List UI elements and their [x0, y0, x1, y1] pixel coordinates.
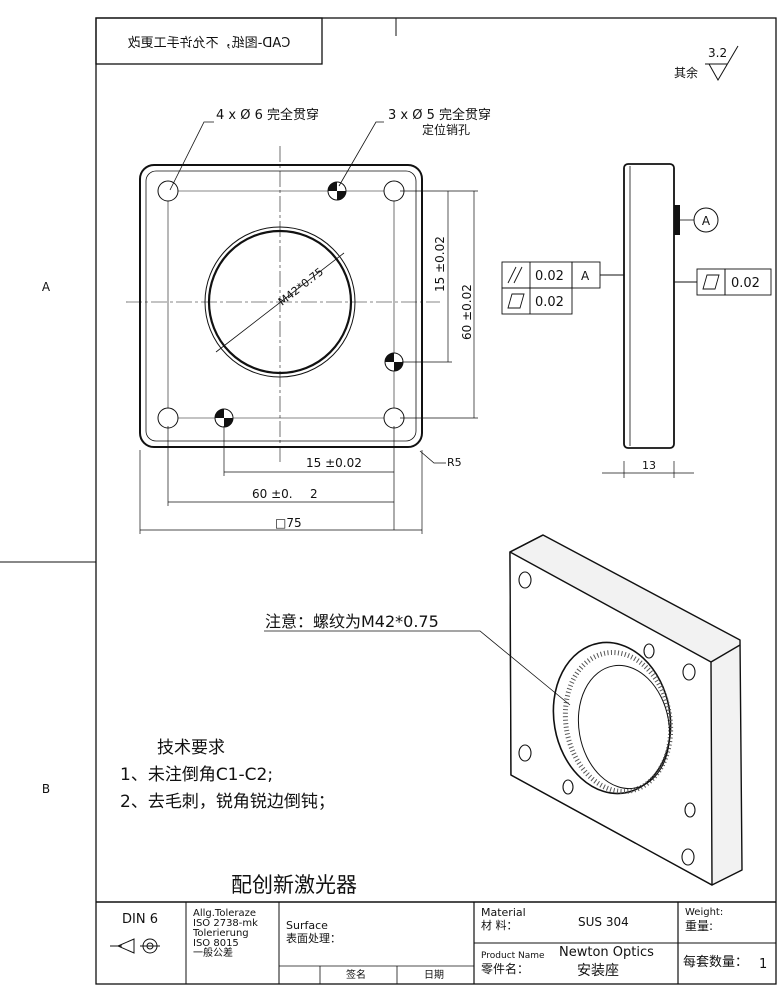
surface-label-cn: 表面处理： [286, 932, 341, 945]
dim-h60-tail: 2 [310, 487, 318, 501]
tech-title: 技术要求 [157, 738, 225, 758]
dowel-hole [214, 408, 234, 428]
hole-leaders [169, 121, 446, 464]
iso-holes [518, 571, 696, 866]
dowel-holes-5 [214, 181, 404, 428]
note-holes-6: 4 x Ø 6 完全贯穿 [216, 107, 319, 123]
stamp-text: CAD-图纸，不允许手工更改 [128, 35, 291, 51]
dim-v15: 15 ±0.02 [433, 236, 447, 292]
material-value: SUS 304 [578, 915, 629, 929]
surface-label: Surface [286, 919, 328, 932]
isometric-view [509, 534, 743, 886]
part-value: Newton Optics [559, 945, 654, 960]
gdt-flat-value: 0.02 [535, 295, 564, 310]
roughness-symbol [705, 45, 739, 82]
tol-line: 一般公差 [193, 948, 233, 959]
roughness-value: 3.2 [708, 46, 727, 60]
roughness-prefix: 其余 [674, 65, 698, 80]
iso-bore [552, 641, 674, 795]
tol-line: ISO 2738-mk [193, 918, 258, 929]
datum-bar [674, 205, 680, 235]
side-view [602, 163, 694, 478]
tol-line: Tolerierung [193, 928, 249, 939]
gdt-frame-right [674, 268, 772, 296]
sign-label: 签名 [346, 970, 366, 981]
tolerance-block: Allg.Toleraze ISO 2738-mk Tolerierung IS… [193, 909, 258, 959]
tol-line: Allg.Toleraze [193, 908, 257, 919]
horizontal-dims [139, 426, 423, 534]
thread-note-leader [264, 630, 571, 706]
material-label-cn: 材 料： [481, 919, 518, 932]
din-label: DIN 6 [122, 912, 158, 927]
through-holes-6 [157, 180, 405, 429]
note-holes-5: 3 x Ø 5 完全贯穿 [388, 107, 491, 123]
qty-value: 1 [759, 957, 768, 972]
material-label: Material [481, 906, 526, 919]
dowel-hole [327, 181, 347, 201]
dim-v60: 60 ±0.02 [460, 284, 474, 340]
zone-a-label: A [42, 280, 51, 294]
part-label: Product Name [481, 951, 545, 961]
datum-label: A [702, 214, 711, 228]
note-holes-5-sub: 定位销孔 [422, 122, 470, 137]
hole-6 [157, 180, 179, 202]
part-label-cn: 零件名： [481, 962, 530, 976]
date-label: 日期 [424, 970, 444, 981]
dim-h60: 60 ±0. [252, 487, 293, 501]
sheet-border [0, 17, 777, 985]
tech-item-1: 1、未注倒角C1-C2; [120, 765, 273, 785]
project-name: 配创新激光器 [231, 873, 357, 897]
dim-square-75: □75 [275, 516, 302, 530]
gdt-side-flat-value: 0.02 [731, 276, 760, 291]
dim-radius: R5 [447, 456, 462, 469]
front-view [126, 146, 440, 462]
hole-6 [157, 407, 179, 429]
title-block [96, 901, 776, 984]
weight-label: Weight: [685, 907, 724, 918]
gdt-datum-ref: A [581, 269, 590, 283]
projection-symbol-icon [110, 938, 160, 954]
plate-outline [139, 164, 423, 448]
dim-thread: M42*0.75 [276, 265, 326, 308]
datum-circle [693, 207, 719, 233]
dim-thickness: 13 [642, 459, 656, 472]
vertical-dims [400, 190, 478, 419]
thread-note: 注意：螺纹为M42*0.75 [265, 612, 439, 631]
qty-label: 每套数量： [683, 955, 749, 970]
gdt-parallel-value: 0.02 [535, 269, 564, 284]
dim-h15: 15 ±0.02 [306, 456, 362, 470]
stamp-box [95, 17, 323, 65]
zone-b-label: B [42, 782, 50, 796]
tol-line: ISO 8015 [193, 938, 239, 949]
tech-item-2: 2、去毛刺，锐角锐边倒钝； [120, 792, 335, 812]
dowel-hole [384, 352, 404, 372]
gdt-frame-left [501, 261, 624, 315]
part-value-cn: 安装座 [577, 963, 619, 979]
thread-bore [204, 226, 356, 378]
weight-label-cn: 重量: [685, 919, 714, 933]
